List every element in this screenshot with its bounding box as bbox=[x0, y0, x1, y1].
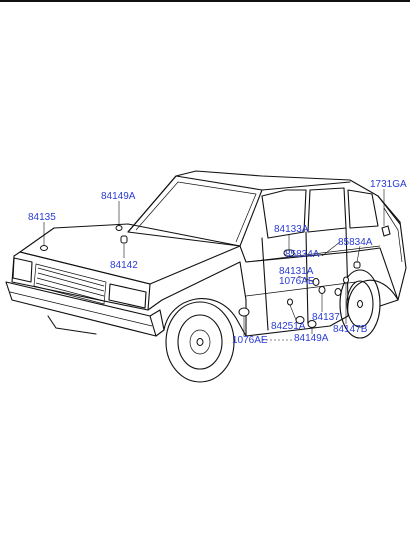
label-84137[interactable]: 84137 bbox=[312, 312, 340, 323]
label-1076ae-side[interactable]: 1076AE bbox=[279, 276, 315, 287]
label-84142[interactable]: 84142 bbox=[110, 260, 138, 271]
part-markers bbox=[40, 225, 361, 328]
label-84251a[interactable]: 84251A bbox=[271, 321, 306, 332]
label-84133a[interactable]: 84133A bbox=[274, 224, 309, 235]
label-84149a-bottom[interactable]: 84149A bbox=[294, 333, 329, 344]
label-1731ga[interactable]: 1731GA bbox=[370, 179, 407, 190]
label-84147b[interactable]: 84147B bbox=[333, 324, 368, 335]
label-85834a-upper[interactable]: 85834A bbox=[338, 237, 373, 248]
label-1076ae-bottom[interactable]: 1076AE bbox=[232, 335, 268, 346]
car-illustration bbox=[5, 170, 407, 383]
label-84149a-top[interactable]: 84149A bbox=[101, 191, 136, 202]
part-labels: 84149A 84135 84142 1731GA 84133A 85834A … bbox=[28, 179, 407, 346]
label-84135[interactable]: 84135 bbox=[28, 212, 56, 223]
leader-lines bbox=[43, 189, 385, 341]
label-85834a-lower[interactable]: 85834A bbox=[285, 249, 320, 260]
label-84131a[interactable]: 84131A bbox=[279, 266, 314, 277]
